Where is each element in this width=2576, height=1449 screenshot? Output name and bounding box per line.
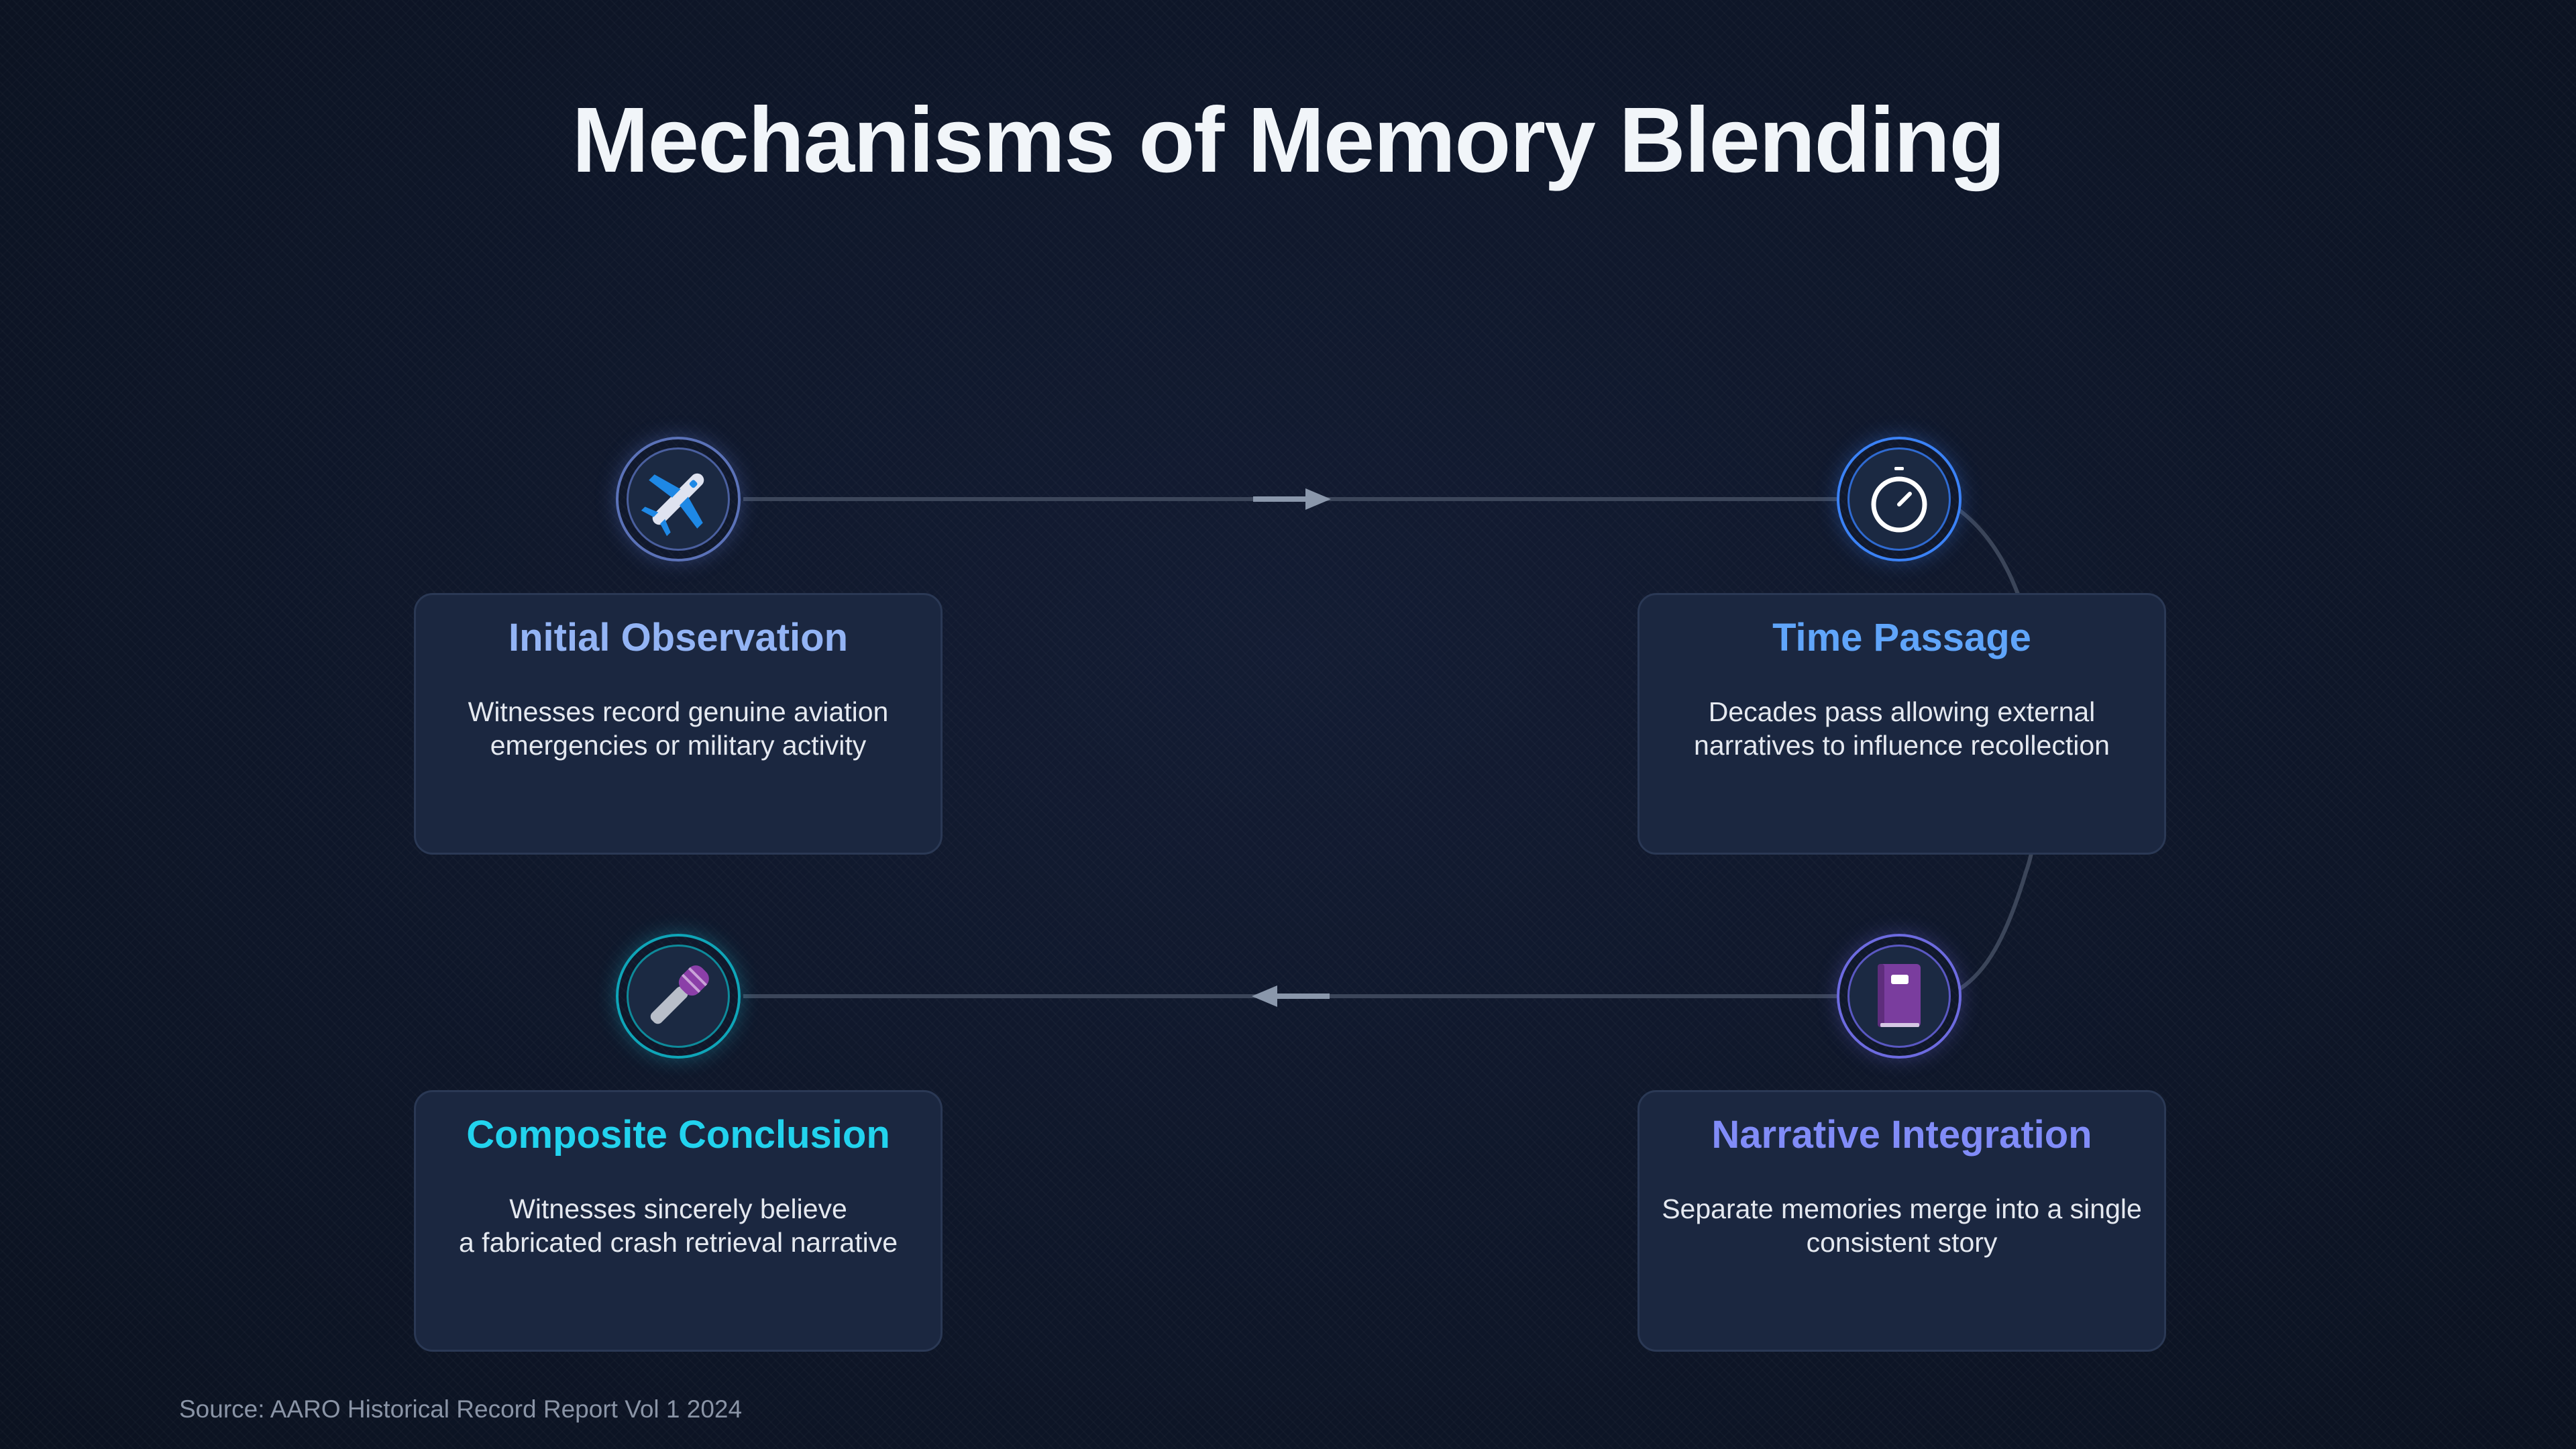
step-card-initial-observation: Initial Observation Witnesses record gen… bbox=[414, 593, 943, 855]
page-title: Mechanisms of Memory Blending bbox=[572, 89, 2005, 192]
arrow-left-icon bbox=[1252, 985, 1330, 1007]
microphone-icon bbox=[650, 965, 709, 1024]
step-title: Composite Conclusion bbox=[466, 1113, 890, 1157]
step-card-composite-conclusion: Composite Conclusion Witnesses sincerely… bbox=[414, 1090, 943, 1352]
step-title: Initial Observation bbox=[508, 616, 848, 659]
step-description: Witnesses sincerely believe a fabricated… bbox=[458, 1193, 898, 1258]
step-title: Narrative Integration bbox=[1711, 1113, 2092, 1157]
step-node-time-passage bbox=[1837, 437, 1962, 561]
stopwatch-icon bbox=[1871, 467, 1927, 533]
step-title: Time Passage bbox=[1772, 616, 2031, 659]
step-card-narrative-integration: Narrative Integration Separate memories … bbox=[1638, 1090, 2166, 1352]
step-card-time-passage: Time Passage Decades pass allowing exter… bbox=[1638, 593, 2166, 855]
step-node-initial-observation bbox=[616, 437, 741, 561]
step-node-narrative-integration bbox=[1837, 934, 1962, 1059]
airplane-icon bbox=[641, 473, 704, 537]
step-description: Separate memories merge into a single co… bbox=[1662, 1193, 2142, 1258]
arrow-right-icon bbox=[1253, 488, 1331, 510]
step-description: Decades pass allowing external narrative… bbox=[1694, 696, 2110, 761]
step-node-composite-conclusion bbox=[616, 934, 741, 1059]
source-note: Source: AARO Historical Record Report Vo… bbox=[179, 1395, 743, 1423]
book-icon bbox=[1878, 964, 1921, 1027]
step-description: Witnesses record genuine aviation emerge… bbox=[468, 696, 889, 761]
